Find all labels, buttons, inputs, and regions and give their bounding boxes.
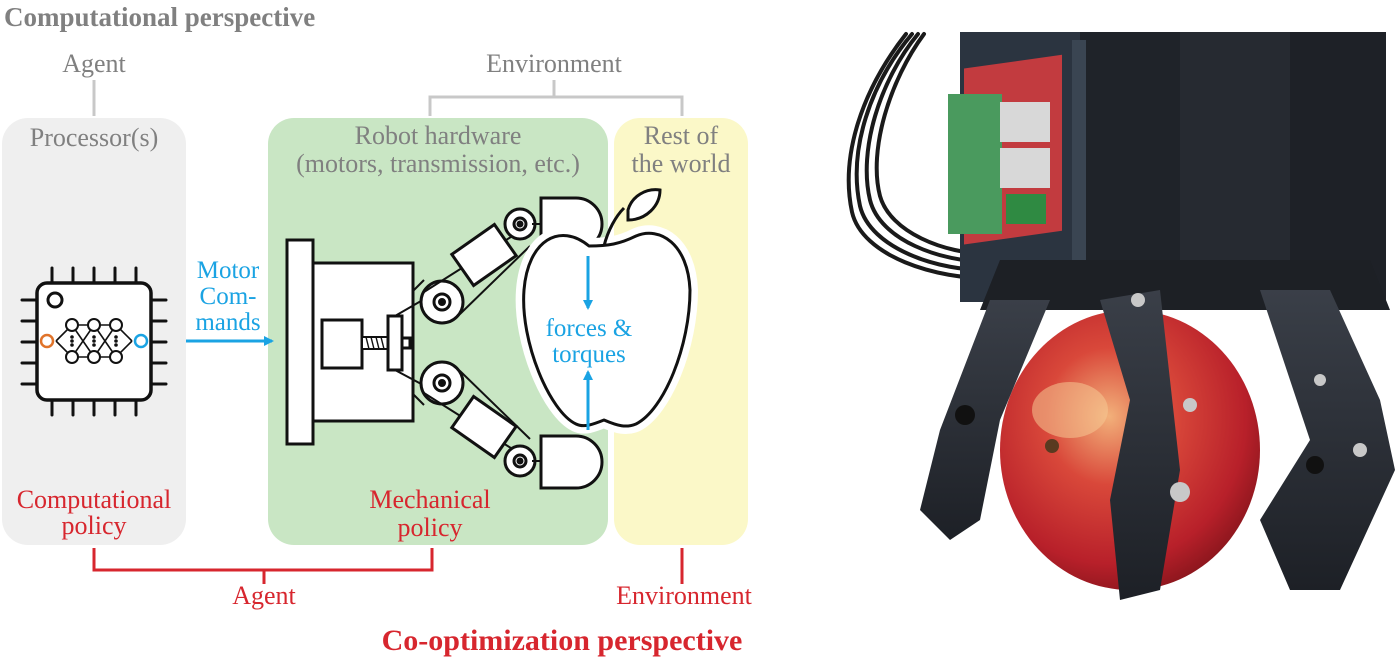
label-mechanical-policy: Mechanical xyxy=(369,485,490,514)
label-motor: Motor xyxy=(197,257,260,284)
label-environment-bottom: Environment xyxy=(616,581,753,610)
label-agent-bottom: Agent xyxy=(232,581,296,610)
environment-top-bracket xyxy=(428,80,684,116)
label-computational-policy-2: policy xyxy=(62,511,127,540)
label-commands-1: Com- xyxy=(200,283,257,310)
label-computational-policy: Computational xyxy=(17,485,172,514)
label-environment-top: Environment xyxy=(486,49,623,78)
label-mechanical-policy-2: policy xyxy=(398,513,463,542)
label-robot-hardware-detail: (motors, transmission, etc.) xyxy=(296,149,580,178)
apple-icon xyxy=(515,188,698,435)
label-rest-of: Rest of xyxy=(644,121,719,150)
title-co-optimization-perspective: Co-optimization perspective xyxy=(382,624,743,657)
label-commands-2: mands xyxy=(195,309,260,336)
label-torques: torques xyxy=(552,341,626,368)
label-forces: forces & xyxy=(546,315,633,342)
gripper-mechanism-icon xyxy=(285,196,604,490)
label-the-world: the world xyxy=(632,149,731,178)
title-computational-perspective: Computational perspective xyxy=(4,2,315,32)
chip-icon xyxy=(20,266,168,417)
label-agent-top: Agent xyxy=(62,49,126,78)
agent-bottom-bracket xyxy=(92,548,434,584)
label-robot-hardware: Robot hardware xyxy=(355,121,522,150)
gripper-photo-illustration xyxy=(846,32,1395,600)
label-processors: Processor(s) xyxy=(30,123,159,152)
